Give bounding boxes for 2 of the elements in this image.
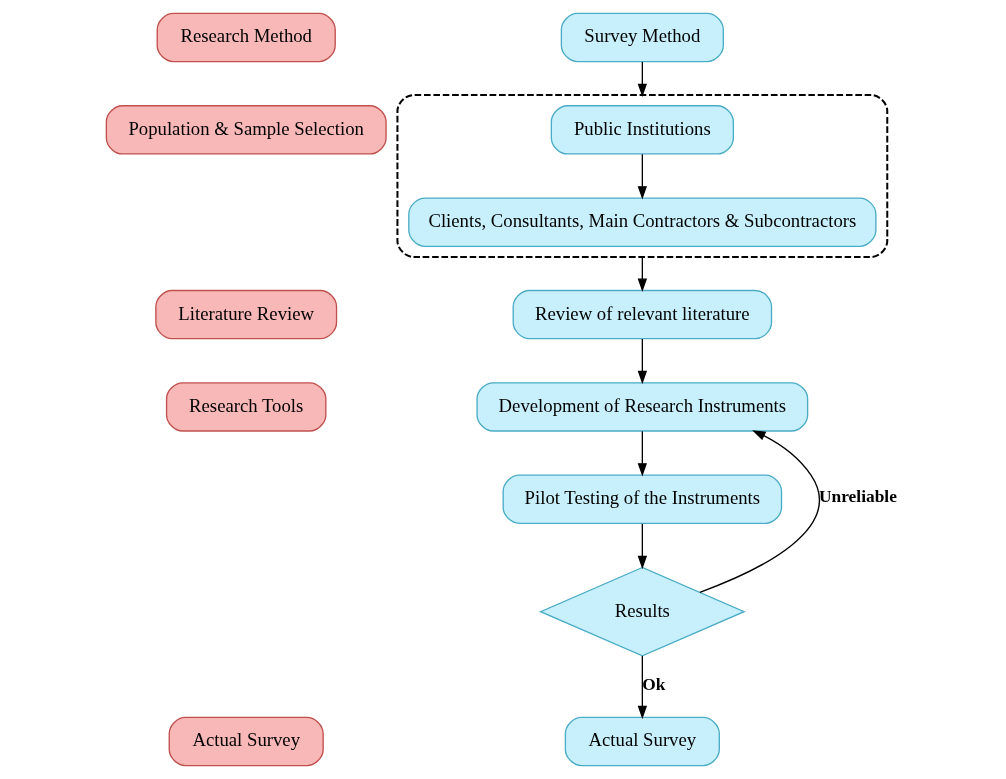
edge-label: Unreliable (818, 487, 897, 507)
edge-label: Ok (641, 674, 666, 694)
